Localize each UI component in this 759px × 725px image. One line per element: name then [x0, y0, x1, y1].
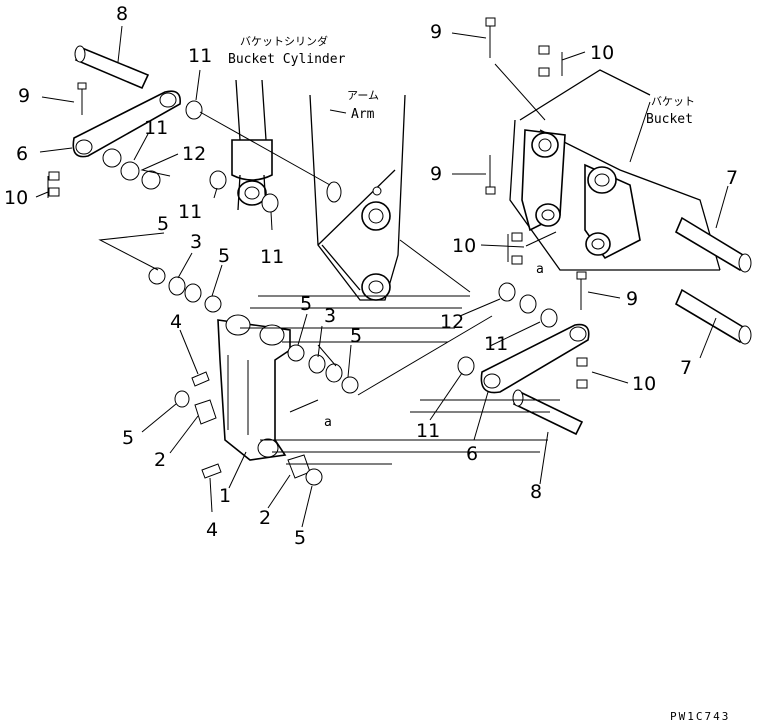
callout-11: 11 [178, 201, 202, 223]
callout-1: 1 [219, 485, 231, 507]
bucket-label-jp: バケット [651, 95, 695, 108]
callout-5: 5 [122, 427, 134, 449]
callout-2: 2 [259, 507, 271, 529]
callout-9: 9 [626, 288, 638, 310]
bucket [509, 69, 721, 271]
callout-10: 10 [632, 373, 656, 395]
drawing-code: PW1C743 [670, 710, 730, 723]
view-mark-a-lower: a [324, 415, 332, 430]
arm [309, 94, 406, 301]
callout-11: 11 [188, 45, 212, 67]
callout-10: 10 [590, 42, 614, 64]
link-part-6-left [72, 90, 182, 158]
callout-11: 11 [484, 333, 508, 355]
callout-4: 4 [206, 519, 218, 541]
callout-2: 2 [154, 449, 166, 471]
callout-12: 12 [440, 311, 464, 333]
callout-9: 9 [18, 85, 30, 107]
callout-7: 7 [726, 167, 738, 189]
bucket-cylinder [231, 79, 273, 211]
callout-5: 5 [350, 325, 362, 347]
callout-8: 8 [116, 3, 128, 25]
view-mark-a-upper: a [536, 262, 544, 277]
callout-12: 12 [182, 143, 206, 165]
arm-label-en: Arm [351, 107, 375, 122]
callout-10: 10 [452, 235, 476, 257]
callout-7: 7 [680, 357, 692, 379]
callout-5: 5 [218, 245, 230, 267]
callout-3: 3 [324, 305, 336, 327]
callout-11: 11 [416, 420, 440, 442]
link-part-1 [217, 314, 291, 461]
bucket-cylinder-label-jp: バケットシリンダ [240, 34, 328, 48]
callout-6: 6 [466, 443, 478, 465]
arm-label-jp: アーム [347, 89, 379, 102]
bucket-label-en: Bucket [646, 112, 693, 127]
callout-8: 8 [530, 481, 542, 503]
hardware [48, 17, 588, 486]
callout-10: 10 [4, 187, 28, 209]
callout-4: 4 [170, 311, 182, 333]
callout-9: 9 [430, 21, 442, 43]
callout-5: 5 [157, 213, 169, 235]
callout-11: 11 [260, 246, 284, 268]
callout-5: 5 [294, 527, 306, 549]
callout-numbers: 8 9 6 10 11 11 12 11 11 5 3 5 4 5 3 5 12… [4, 3, 738, 549]
link-part-6-right [480, 323, 590, 394]
callout-11: 11 [144, 117, 168, 139]
callout-9: 9 [430, 163, 442, 185]
callout-5: 5 [300, 293, 312, 315]
bucket-cylinder-label-en: Bucket Cylinder [228, 52, 346, 67]
callout-6: 6 [16, 143, 28, 165]
callout-3: 3 [190, 231, 202, 253]
view-a-guides [240, 231, 560, 465]
